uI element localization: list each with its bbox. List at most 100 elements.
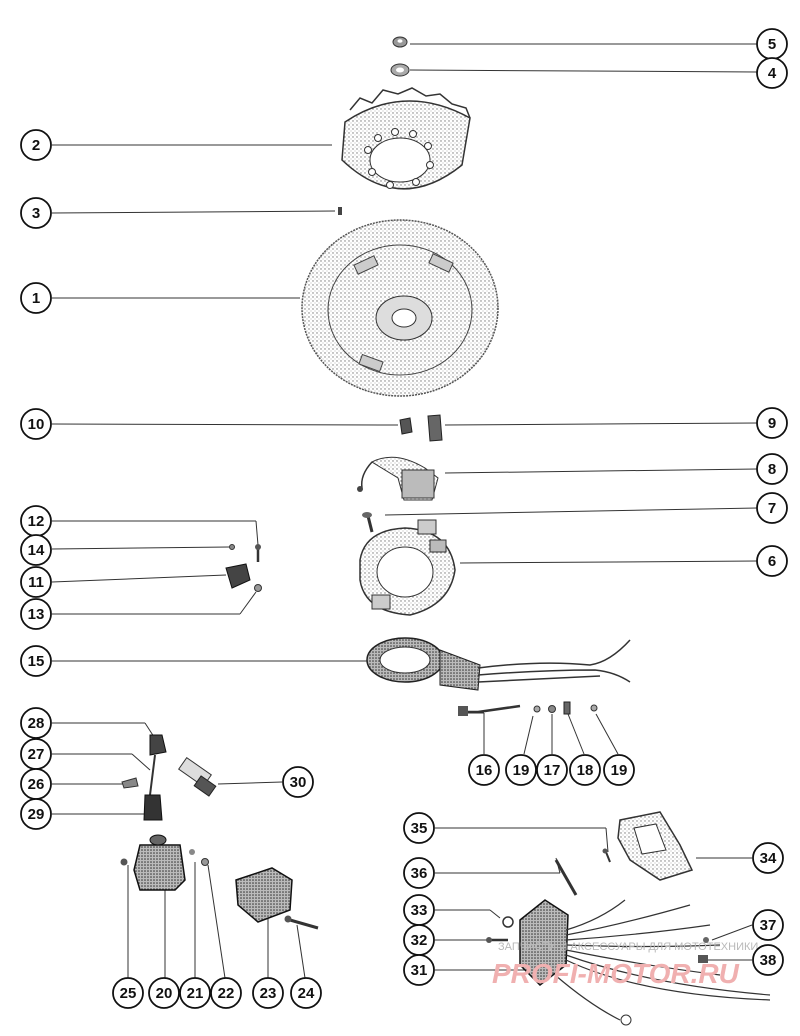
callout-label: 21 [187,985,204,1002]
part-33-washer [502,916,514,928]
callout-27: 27 [20,738,52,770]
callout-label: 26 [28,776,45,793]
part-2-flywheel-cup [341,87,471,190]
callout-30: 30 [282,766,314,798]
callout-1: 1 [20,282,52,314]
callout-label: 10 [28,416,45,433]
callout-13: 13 [20,598,52,630]
callout-label: 5 [768,36,776,53]
part-36-bolt [554,859,578,896]
callout-22: 22 [210,977,242,1009]
part-25-grommet [120,858,128,866]
callouts: 5 4 2 3 1 10 9 8 7 12 14 11 13 6 15 28 2… [20,28,788,1009]
part-14-washer [229,544,235,550]
callout-16: 16 [468,754,500,786]
callout-label: 24 [298,985,315,1002]
callout-31: 31 [403,954,435,986]
callout-label: 19 [513,762,530,779]
part-10-clip [399,417,413,435]
callout-11: 11 [20,566,52,598]
callout-7: 7 [756,492,788,524]
part-13-nut [254,584,262,592]
callout-label: 2 [32,137,40,154]
callout-19-a: 19 [505,754,537,786]
callout-33: 33 [403,894,435,926]
part-35-screw [602,848,611,863]
callout-14: 14 [20,534,52,566]
callout-label: 20 [156,985,173,1002]
part-34-bracket [617,811,694,881]
callout-label: 12 [28,513,45,530]
callout-38: 38 [752,944,784,976]
callout-label: 11 [28,574,44,591]
callout-20: 20 [148,977,180,1009]
part-11-bracket [225,563,251,589]
callout-label: 25 [120,985,137,1002]
callout-label: 9 [768,415,776,432]
leader-lines [51,43,758,979]
callout-label: 16 [476,762,493,779]
callout-2: 2 [20,129,52,161]
callout-24: 24 [290,977,322,1009]
callout-37: 37 [752,909,784,941]
part-28-boot-lead [149,734,167,796]
callout-28: 28 [20,707,52,739]
callout-label: 28 [28,715,45,732]
callout-label: 31 [411,962,428,979]
callout-label: 22 [218,985,235,1002]
callout-9: 9 [756,407,788,439]
callout-3: 3 [20,197,52,229]
callout-label: 32 [411,932,428,949]
callout-label: 8 [768,461,776,478]
part-23-cover [235,867,293,923]
part-8-coil [357,456,439,501]
part-6-stator [359,519,456,616]
watermark: ЗАПЧАСТИ И АКСЕССУАРЫ ДЛЯ МОТОТЕХНИКИ PR… [492,941,758,989]
part-9-clip [427,414,443,442]
callout-36: 36 [403,857,435,889]
part-19-washer-a [533,705,541,713]
callout-19-b: 19 [603,754,635,786]
callout-10: 10 [20,408,52,440]
part-22-nut [201,858,209,866]
callout-label: 7 [768,500,776,517]
callout-23: 23 [252,977,284,1009]
callout-label: 29 [28,806,45,823]
part-7-screw [362,512,374,533]
part-29-boot [143,794,163,821]
part-3-key [338,207,342,215]
callout-4: 4 [756,57,788,89]
callout-17: 17 [536,754,568,786]
callout-21: 21 [179,977,211,1009]
part-37-clip [703,937,709,943]
watermark-subtitle: ЗАПЧАСТИ И АКСЕССУАРЫ ДЛЯ МОТОТЕХНИКИ [498,941,758,953]
part-4-washer [390,63,410,77]
part-21-washer [189,849,195,855]
part-26-clip [121,777,139,789]
part-1-flywheel [301,219,499,397]
callout-label: 13 [28,606,45,623]
callout-label: 33 [411,902,428,919]
callout-label: 6 [768,553,776,570]
part-32-screw [486,937,508,943]
callout-25: 25 [112,977,144,1009]
part-15-trigger [366,637,631,691]
callout-26: 26 [20,768,52,800]
part-19-washer-b [590,704,598,712]
part-20-plug-cover [133,834,186,891]
callout-label: 34 [760,850,777,867]
callout-label: 18 [577,762,594,779]
callout-label: 15 [28,653,45,670]
callout-15: 15 [20,645,52,677]
part-5-nut [392,36,408,48]
callout-6: 6 [756,545,788,577]
callout-34: 34 [752,842,784,874]
callout-5: 5 [756,28,788,60]
callout-8: 8 [756,453,788,485]
part-30-spark-plug [178,756,217,797]
callout-label: 1 [32,290,40,307]
callout-label: 14 [28,542,45,559]
callout-label: 17 [544,762,561,779]
callout-35: 35 [403,812,435,844]
